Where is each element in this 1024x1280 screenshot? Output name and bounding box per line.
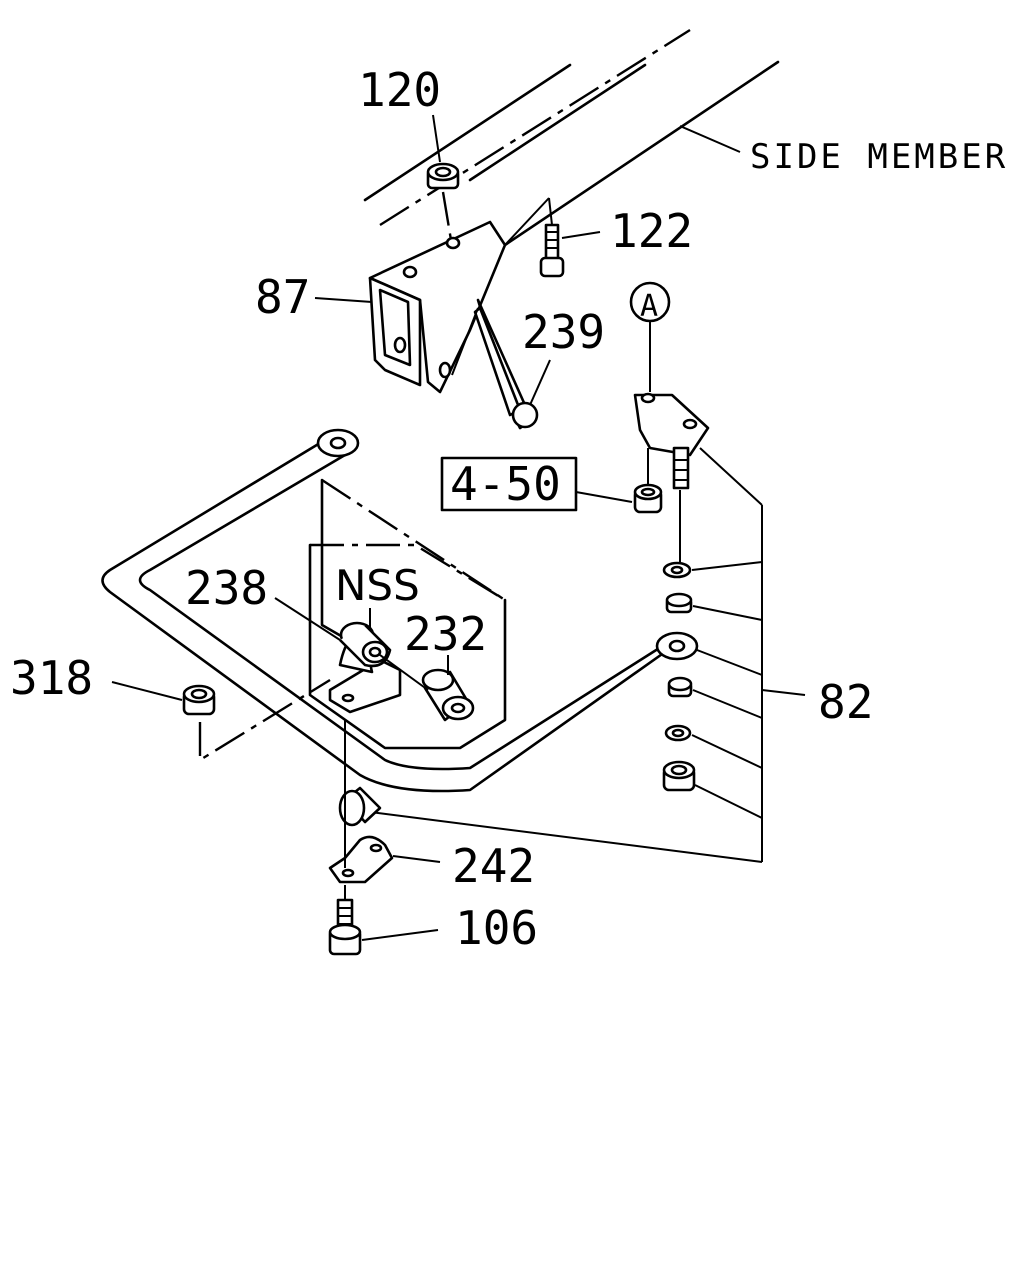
- clamp-242[interactable]: [328, 720, 441, 884]
- bracket-87[interactable]: [368, 220, 507, 394]
- label-nss: NSS: [335, 561, 420, 610]
- ref-4-50-box: [440, 456, 578, 512]
- bolt-122[interactable]: [504, 197, 601, 278]
- label-side-member: SIDE MEMBER: [750, 137, 1008, 177]
- bolt-106[interactable]: [328, 885, 439, 956]
- label-106: 106: [455, 901, 538, 955]
- nut-4-50[interactable]: [575, 448, 663, 514]
- nut-318[interactable]: [111, 678, 331, 763]
- label-232: 232: [404, 607, 487, 661]
- label-242: 242: [452, 839, 535, 893]
- label-238: 238: [185, 561, 268, 615]
- reference-a-bracket[interactable]: [629, 281, 710, 490]
- label-318: 318: [10, 651, 93, 705]
- label-ref-a: A: [640, 289, 658, 324]
- label-120: 120: [358, 63, 441, 117]
- label-87: 87: [255, 270, 310, 324]
- bushing-238-assembly[interactable]: [274, 597, 402, 714]
- nut-120[interactable]: [426, 114, 460, 241]
- label-4-50: 4-50: [450, 457, 561, 511]
- link-kit-82[interactable]: [369, 447, 806, 863]
- bolt-239[interactable]: [451, 298, 551, 430]
- label-239: 239: [522, 305, 605, 359]
- mount-plate: [308, 478, 507, 750]
- bushing-232[interactable]: [379, 654, 475, 722]
- stabilizer-bar[interactable]: [101, 428, 699, 793]
- label-122: 122: [610, 204, 693, 258]
- label-82: 82: [818, 675, 873, 729]
